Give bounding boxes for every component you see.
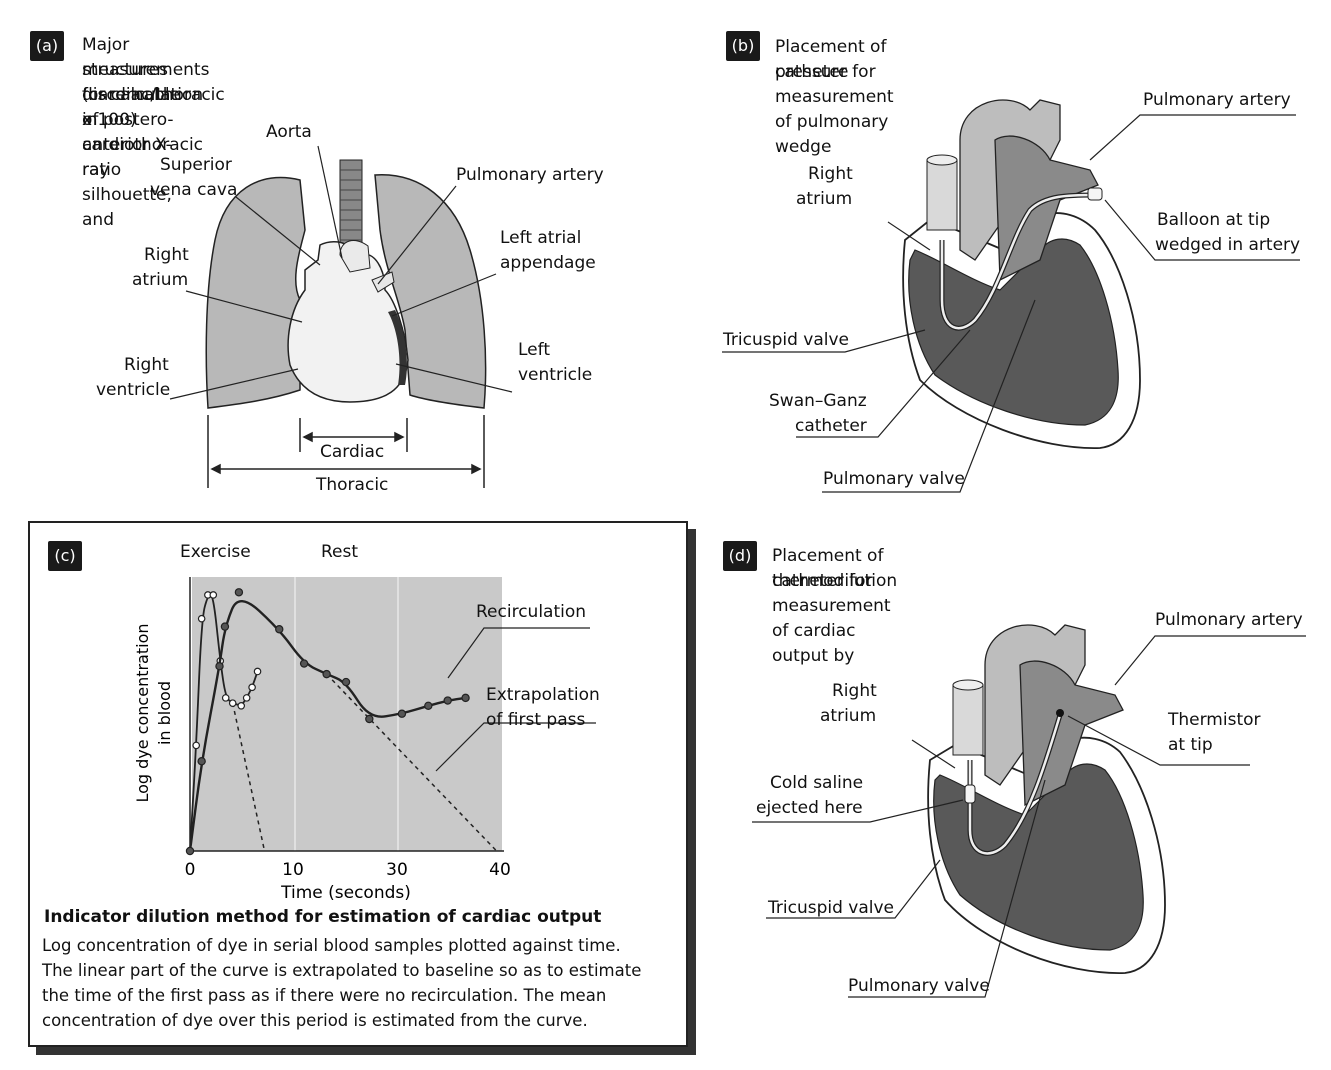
thermistor-tip [1056, 709, 1064, 717]
label-thermistor-2: at tip [1168, 733, 1213, 758]
label-cold-2: ejected here [756, 796, 863, 821]
label-right-atrium-d-2: atrium [820, 704, 876, 729]
label-pulmonary-artery-d: Pulmonary artery [1155, 608, 1303, 633]
label-thermistor-1: Thermistor [1168, 708, 1261, 733]
label-tricuspid-d: Tricuspid valve [768, 896, 894, 921]
svc-d [953, 685, 983, 755]
saline-port [965, 785, 975, 803]
label-cold-1: Cold saline [770, 771, 863, 796]
label-right-atrium-d-1: Right [832, 679, 877, 704]
label-pulmonary-valve-d: Pulmonary valve [848, 974, 990, 999]
